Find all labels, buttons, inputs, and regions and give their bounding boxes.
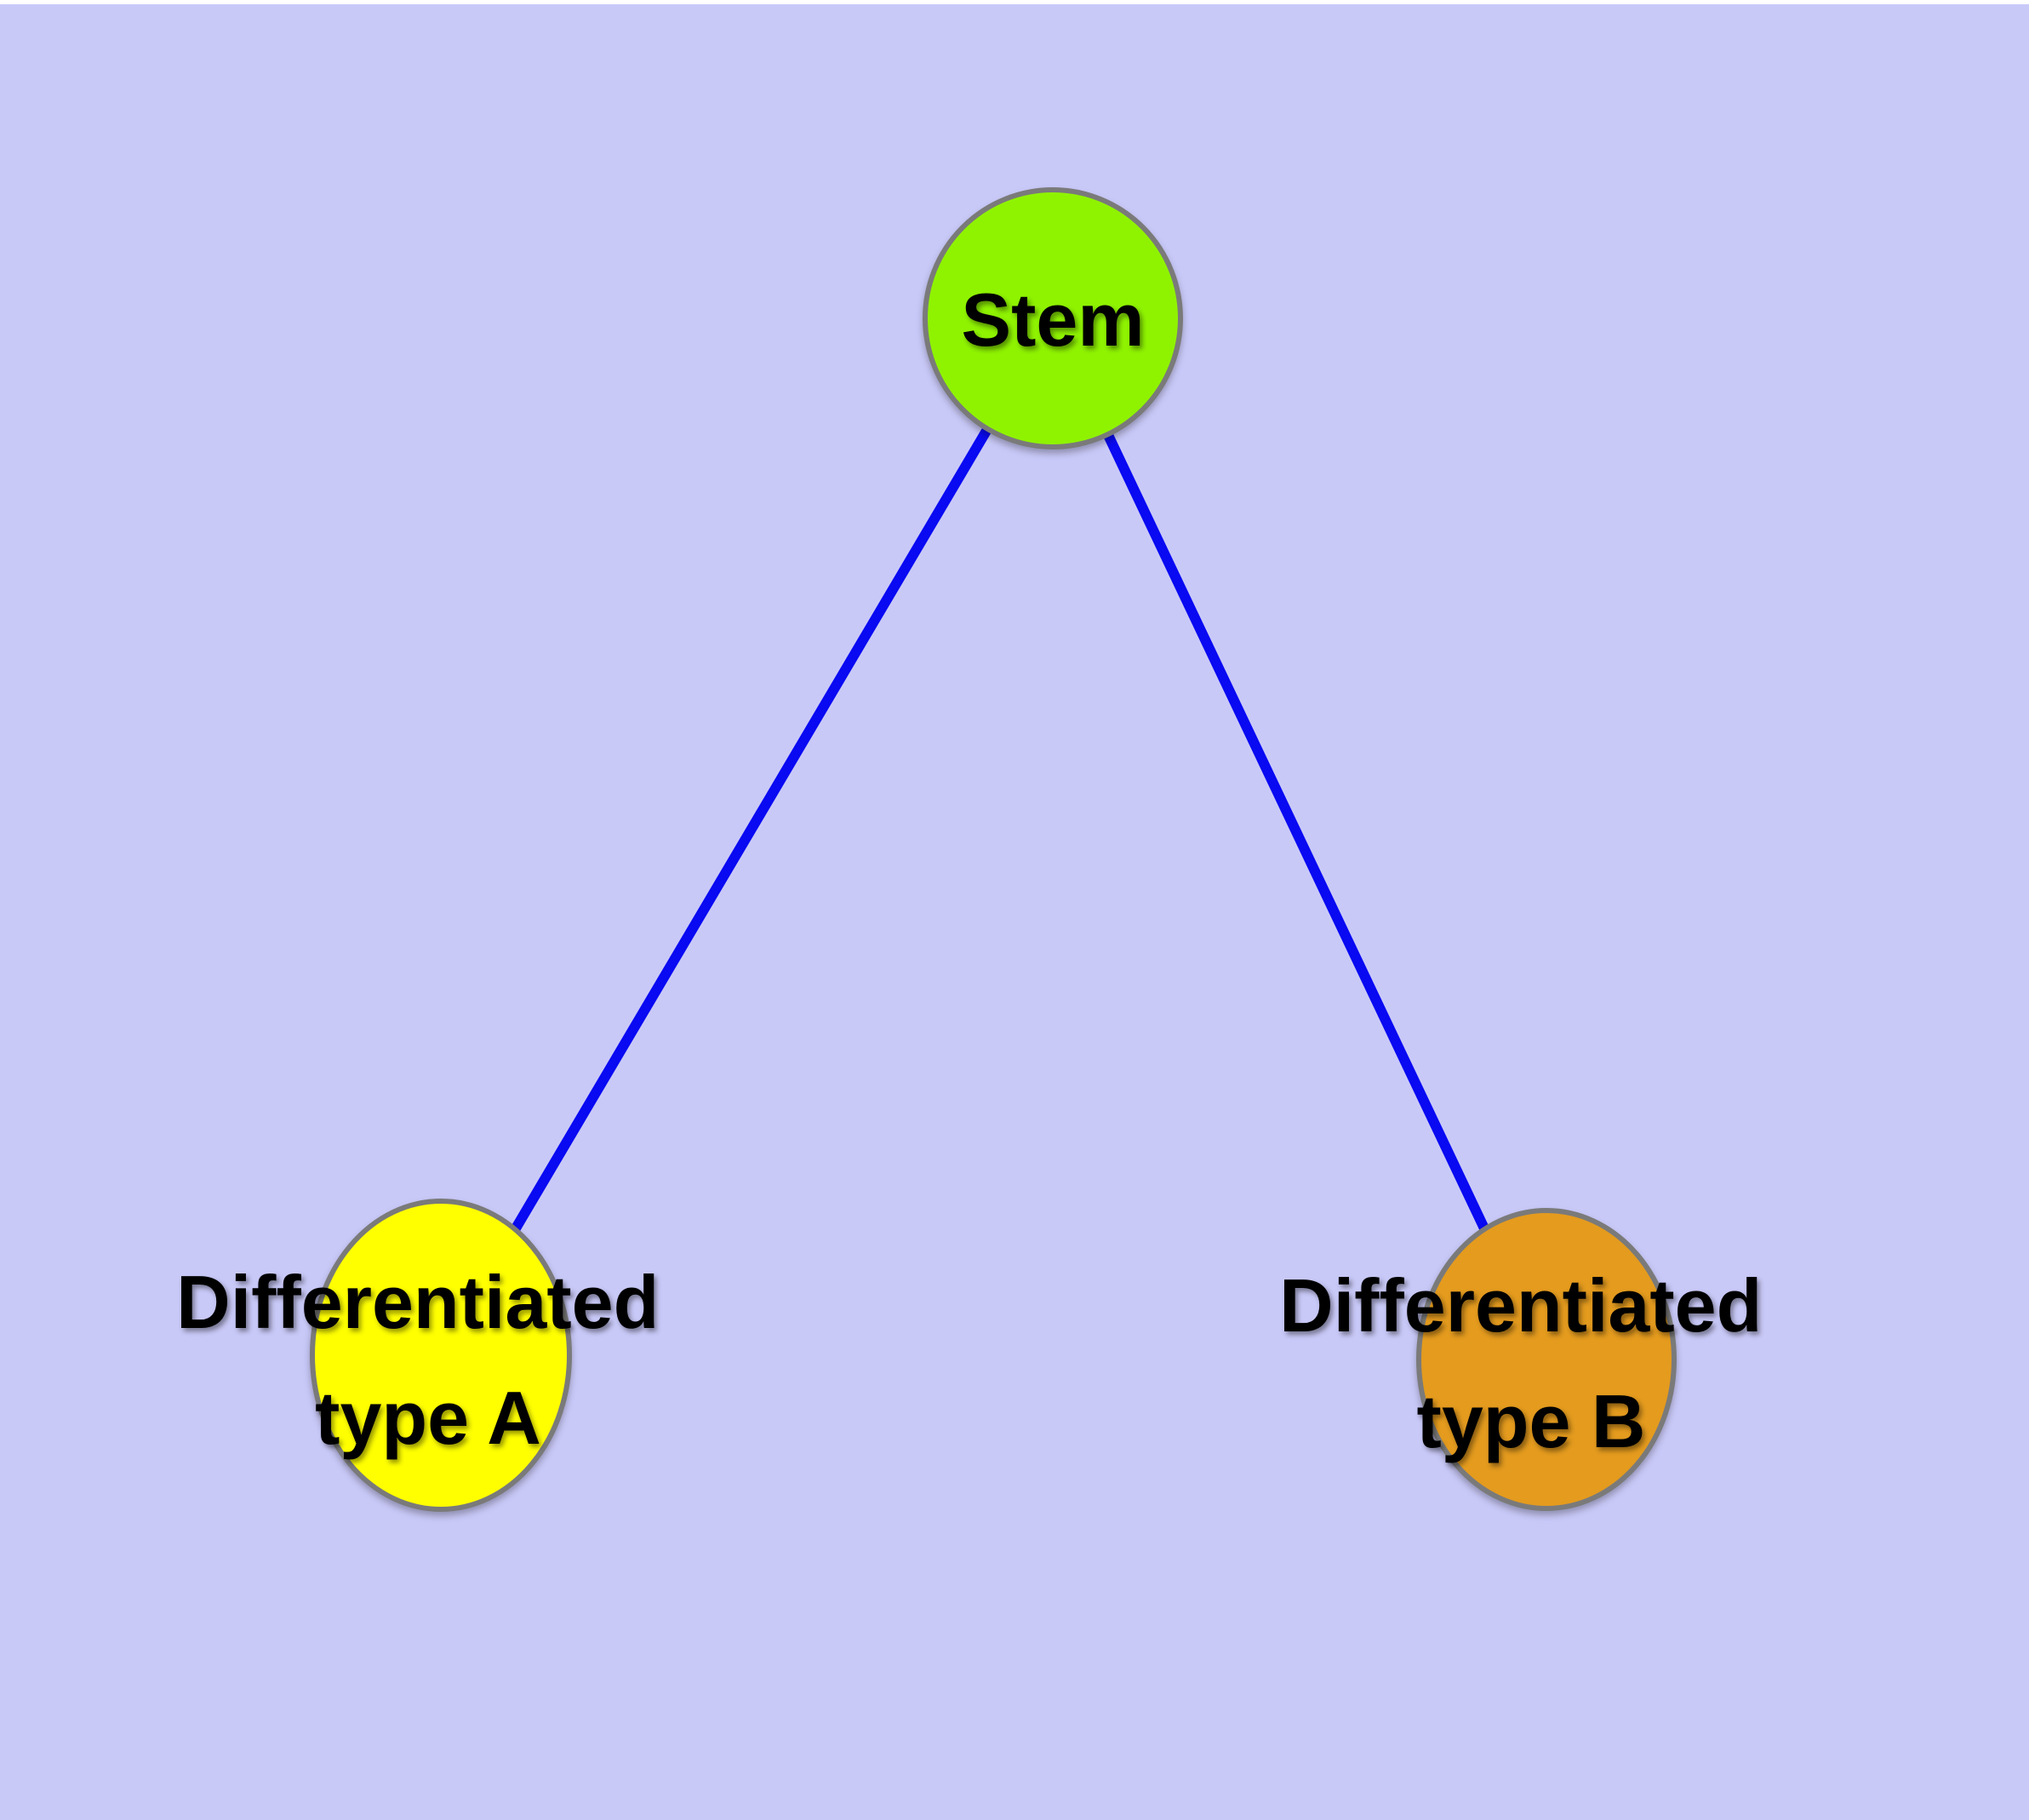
node-type-b[interactable]: Differentiated type B bbox=[1279, 1208, 1783, 1511]
edge-stem-to-type-a bbox=[436, 315, 1058, 1359]
node-stem[interactable]: Stem bbox=[923, 187, 1183, 449]
node-stem-label-text: Stem bbox=[961, 278, 1144, 362]
node-type-a-label-line2: type A bbox=[315, 1376, 541, 1460]
node-type-a-label-line1: Differentiated bbox=[176, 1260, 659, 1344]
node-type-b-label-line1: Differentiated bbox=[1279, 1263, 1762, 1348]
node-type-a-label: Differentiated type A bbox=[176, 1260, 680, 1460]
node-type-b-shape[interactable] bbox=[1416, 1208, 1677, 1511]
node-stem-shape[interactable] bbox=[923, 187, 1183, 449]
node-stem-label: Stem bbox=[961, 278, 1144, 362]
node-type-a[interactable]: Differentiated type A bbox=[176, 1199, 680, 1512]
node-type-b-label: Differentiated type B bbox=[1279, 1263, 1783, 1463]
node-type-a-shape[interactable] bbox=[310, 1199, 572, 1512]
edge-stem-to-type-b bbox=[1048, 316, 1552, 1362]
top-margin-strip bbox=[0, 0, 2029, 4]
node-type-b-label-line2: type B bbox=[1417, 1379, 1646, 1463]
